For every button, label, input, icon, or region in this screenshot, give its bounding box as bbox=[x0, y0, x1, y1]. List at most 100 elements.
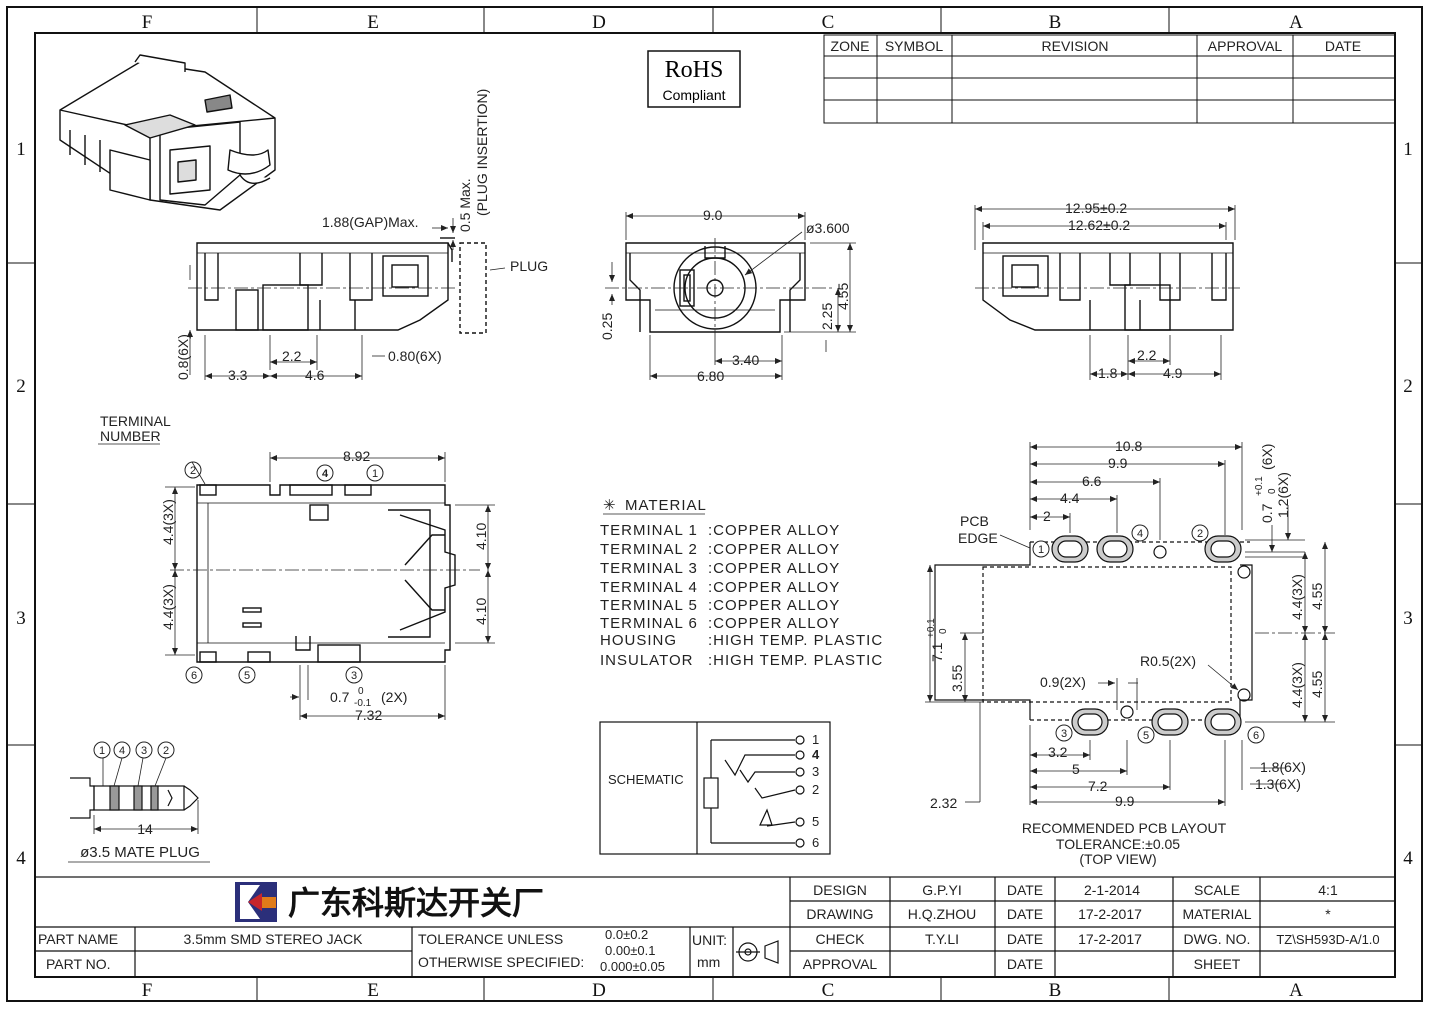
material-row-1-value: :COPPER ALLOY bbox=[708, 522, 840, 539]
pcb-dim-07-tol2: 0 bbox=[1267, 488, 1278, 494]
dim-732: 7.32 bbox=[355, 707, 382, 723]
side-view-right-dims bbox=[974, 205, 1240, 380]
pcb-dim-r05: R0.5(2X) bbox=[1140, 653, 1196, 669]
pcb-dim-232: 2.32 bbox=[930, 795, 957, 811]
dim-1295: 12.95±0.2 bbox=[1065, 200, 1127, 216]
date-value-2: 17-2-2017 bbox=[1078, 906, 1142, 922]
svg-text:2: 2 bbox=[1197, 528, 1203, 540]
pcb-dim-66: 6.6 bbox=[1082, 473, 1102, 489]
design-value: G.P.YI bbox=[922, 882, 961, 898]
material-row-6-value: :COPPER ALLOY bbox=[708, 615, 840, 632]
terminal-marker-4: 4 bbox=[316, 464, 334, 482]
rev-header-symbol: SYMBOL bbox=[885, 38, 944, 54]
pcb-dim-07: 0.7 bbox=[1259, 503, 1275, 523]
svg-text:1: 1 bbox=[99, 745, 105, 757]
pcb-pad-4 bbox=[1096, 535, 1134, 563]
dwg-value: TZ\SH593D-A/1.0 bbox=[1276, 932, 1379, 947]
date-label-2: DATE bbox=[1007, 906, 1043, 922]
date-label-3: DATE bbox=[1007, 931, 1043, 947]
plug-marker-2: 2 bbox=[157, 741, 175, 759]
zone-col-f-top: F bbox=[142, 12, 153, 33]
terminal-marker-2: 2 bbox=[184, 461, 202, 479]
pcb-dim-18: 1.8(6X) bbox=[1260, 759, 1306, 775]
sheet-label: SHEET bbox=[1194, 956, 1241, 972]
schematic-pin-1: 1 bbox=[812, 732, 819, 747]
dim-18r: 1.8 bbox=[1098, 365, 1118, 381]
pcb-pad-markers: 1 4 2 3 5 6 bbox=[1032, 524, 1265, 744]
tolerance-label-2: OTHERWISE SPECIFIED: bbox=[418, 954, 584, 970]
schematic-pin-3: 3 bbox=[812, 764, 819, 779]
svg-text:1: 1 bbox=[1038, 544, 1044, 556]
plug-caption: ø3.5 MATE PLUG bbox=[80, 844, 200, 861]
rohs-badge: RoHS Compliant bbox=[647, 50, 741, 108]
unit-value: mm bbox=[697, 954, 720, 970]
pcb-pads bbox=[1051, 535, 1242, 736]
schematic-label: SCHEMATIC bbox=[608, 772, 684, 787]
check-label: CHECK bbox=[815, 931, 865, 947]
dim-22: 2.2 bbox=[282, 348, 302, 364]
zone-labels: F E D C B A F E D C B A 1 2 3 4 1 2 3 4 bbox=[16, 12, 1413, 1001]
date-label-1: DATE bbox=[1007, 882, 1043, 898]
pcb-labels: 10.8 9.9 6.6 4.4 2 PCB EDGE 0.7 +0.1 0 (… bbox=[926, 438, 1325, 867]
dim-455: 4.55 bbox=[835, 283, 851, 310]
zone-col-d-bottom: D bbox=[592, 980, 606, 1001]
pcb-dim-12: 1.2(6X) bbox=[1275, 472, 1291, 518]
dim-080: 0.80(6X) bbox=[388, 348, 442, 364]
dim-49r: 4.9 bbox=[1163, 365, 1183, 381]
pcb-caption-1: RECOMMENDED PCB LAYOUT bbox=[1022, 820, 1227, 836]
pcb-dim-44: 4.4 bbox=[1060, 490, 1080, 506]
dim-225: 2.25 bbox=[819, 303, 835, 330]
pcb-dim-2: 2 bbox=[1043, 508, 1051, 524]
rev-header-zone: ZONE bbox=[831, 38, 870, 54]
drawing-value: H.Q.ZHOU bbox=[908, 906, 976, 922]
isometric-view bbox=[59, 54, 276, 211]
part-no-label: PART NO. bbox=[46, 956, 111, 972]
pcb-layout bbox=[934, 541, 1253, 721]
scale-value: 4:1 bbox=[1318, 882, 1338, 898]
pcb-dim-72: 7.2 bbox=[1088, 778, 1108, 794]
side-view-right-labels: 12.95±0.2 12.62±0.2 2.2 1.8 4.9 bbox=[1065, 200, 1183, 381]
pcb-pad-1 bbox=[1051, 535, 1089, 563]
tolerance-2: 0.00±0.1 bbox=[605, 943, 656, 958]
zone-row-3-left: 3 bbox=[16, 608, 26, 629]
side-view-left-labels: 1.88(GAP)Max. 0.5 Max. (PLUG INSERTION) … bbox=[175, 89, 548, 383]
dim-680: 6.80 bbox=[697, 368, 724, 384]
dim-gap: 1.88(GAP)Max. bbox=[322, 214, 418, 230]
front-view bbox=[625, 242, 806, 333]
schematic-pin-5: 5 bbox=[812, 814, 819, 829]
pcb-dim-32: 3.2 bbox=[1048, 744, 1068, 760]
material-row-8-name: INSULATOR bbox=[600, 652, 693, 669]
pcb-marker-4: 4 bbox=[1131, 524, 1149, 542]
top-view bbox=[196, 484, 456, 663]
svg-text:6: 6 bbox=[1253, 730, 1259, 742]
pcb-pad-5 bbox=[1151, 708, 1189, 736]
zone-col-f-bottom: F bbox=[142, 980, 153, 1001]
pcb-pad-3 bbox=[1071, 708, 1109, 736]
material-title: MATERIAL bbox=[625, 497, 707, 514]
svg-text:4: 4 bbox=[322, 468, 329, 480]
material-row-6-name: TERMINAL 6 bbox=[600, 615, 698, 632]
zone-row-1-right: 1 bbox=[1403, 139, 1413, 160]
pcb-dim-07-tol: +0.1 bbox=[1254, 476, 1265, 496]
company-logo bbox=[235, 882, 277, 922]
title-block bbox=[34, 876, 1396, 978]
zone-row-4-right: 4 bbox=[1403, 848, 1413, 869]
pcb-dim-99: 9.9 bbox=[1108, 455, 1128, 471]
dim-07-tol2: -0.1 bbox=[354, 698, 372, 709]
pcb-pad-6 bbox=[1204, 708, 1242, 736]
pcb-dim-44x2: 4.4(3X) bbox=[1289, 662, 1305, 708]
part-name-label: PART NAME bbox=[38, 931, 118, 947]
date-value-3: 17-2-2017 bbox=[1078, 931, 1142, 947]
mate-plug bbox=[70, 777, 199, 819]
pcb-dim-09: 0.9(2X) bbox=[1040, 674, 1086, 690]
zone-row-1-left: 1 bbox=[16, 139, 26, 160]
svg-text:1: 1 bbox=[372, 468, 378, 480]
material-row-4-name: TERMINAL 4 bbox=[600, 579, 698, 596]
zone-col-b-bottom: B bbox=[1049, 980, 1062, 1001]
rev-header-date: DATE bbox=[1325, 38, 1361, 54]
pcb-dim-108: 10.8 bbox=[1115, 438, 1142, 454]
zone-col-c-top: C bbox=[822, 12, 835, 33]
company-name: 广东科斯达开关厂 bbox=[288, 885, 544, 921]
material-row-3-name: TERMINAL 3 bbox=[600, 560, 698, 577]
pcb-dim-71: 7.1 bbox=[929, 642, 945, 662]
